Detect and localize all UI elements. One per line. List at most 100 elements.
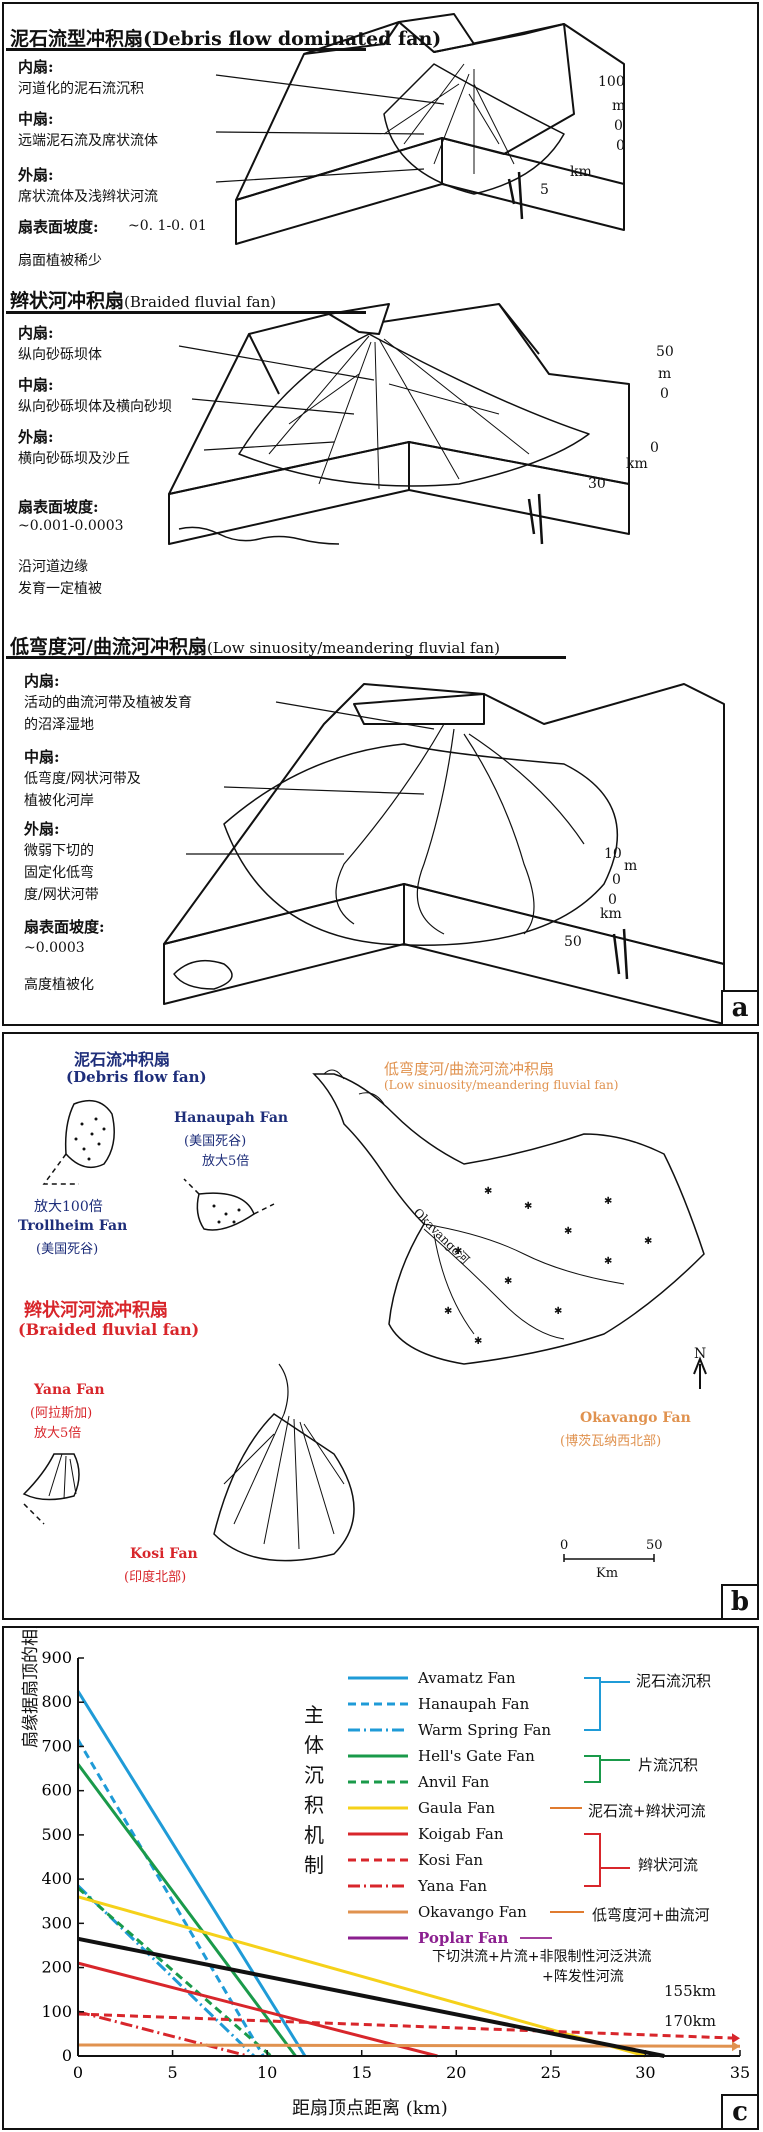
meander-outer-desc-2: 固定化低弯 — [24, 865, 94, 881]
svg-text:✱: ✱ — [474, 1336, 482, 1347]
series-line-okavango-fan — [77, 2043, 741, 2048]
svg-text:✱: ✱ — [604, 1256, 612, 1267]
scale-bar — [563, 1554, 655, 1562]
y-tick-label: 700 — [41, 1736, 72, 1755]
debris-scale-km: km — [570, 164, 592, 180]
okavango-arrowhead — [732, 2041, 740, 2052]
x-tick-label: 35 — [730, 2063, 750, 2082]
x-tick-label: 20 — [446, 2063, 466, 2082]
panel-b: ✱✱✱ ✱✱✱ ✱✱✱ ✱✱ 泥石流冲积扇 (Debris flow fan) … — [2, 1032, 759, 1620]
okavango-name: Okavango Fan — [580, 1410, 691, 1426]
hanaupah-zoom: 放大5倍 — [202, 1154, 250, 1169]
legend-label: Avamatz Fan — [417, 1669, 516, 1687]
legend-label: Anvil Fan — [417, 1773, 490, 1791]
braided-group-title-en: (Braided fluvial fan) — [18, 1320, 200, 1339]
bracket-debris — [584, 1677, 601, 1731]
svg-text:✱: ✱ — [444, 1306, 452, 1317]
debris-fan-group-title-en: (Debris flow fan) — [66, 1068, 207, 1086]
braided-fan-title: 辫状河冲积扇(Braided fluvial fan) — [10, 286, 276, 313]
braided-outer-label: 外扇: — [18, 428, 54, 446]
scale-fifty: 50 — [646, 1538, 663, 1553]
braided-group-title: 辫状河河流冲积扇 — [24, 1300, 168, 1321]
debris-inner-desc: 河道化的泥石流沉积 — [18, 81, 144, 97]
meander-title-rule — [6, 656, 566, 659]
braided-block-diagram — [168, 303, 630, 545]
y-tick-label: 900 — [41, 1648, 72, 1667]
braided-title-rule — [6, 311, 366, 314]
debris-middle-desc: 远端泥石流及席状流体 — [18, 133, 158, 149]
series-line-avamatz-fan — [76, 1690, 307, 2057]
braided-middle-label: 中扇: — [18, 376, 54, 394]
panel-a-drawings — [163, 13, 725, 1024]
series-line-warm-spring-fan — [76, 1884, 255, 2058]
yana-fan-sketch — [22, 1453, 80, 1525]
hanaupah-name: Hanaupah Fan — [174, 1110, 289, 1126]
debris-fan-title: 泥石流型冲积扇(Debris flow dominated fan) — [10, 28, 442, 50]
legend-label: Yana Fan — [417, 1877, 487, 1895]
yana-name: Yana Fan — [34, 1382, 105, 1398]
series-line-anvil-fan — [77, 1886, 272, 2058]
group-label-sheetflow: 片流沉积 — [638, 1756, 699, 1774]
braided-scale-h: 30 — [588, 476, 606, 492]
debris-scale-unit: m — [612, 98, 626, 114]
series-line-hanaupah-fan — [76, 1739, 265, 2057]
y-tick-label: 600 — [41, 1781, 72, 1800]
x-tick-label: 0 — [73, 2063, 83, 2082]
trollheim-name: Trollheim Fan — [18, 1218, 128, 1234]
x-tick-label: 15 — [352, 2063, 372, 2082]
meander-scale-h: 50 — [564, 934, 582, 950]
group-label-meander: 低弯度河+曲流河 — [592, 1906, 710, 1924]
braided-vegetation-1: 沿河道边缘 — [18, 559, 88, 575]
meander-outer-label: 外扇: — [24, 820, 60, 838]
meander-group-title: 低弯度河/曲流河流冲积扇 — [384, 1060, 555, 1078]
meander-fan-title-cn: 低弯度河/曲流河冲积扇 — [10, 636, 207, 658]
panel-c-tag: c — [721, 2094, 757, 2128]
meander-inner-desc-1: 活动的曲流河带及植被发育 — [24, 695, 192, 711]
trollheim-fan-sketch — [42, 1099, 115, 1185]
braided-fan-title-en: (Braided fluvial fan) — [124, 293, 277, 311]
y-tick-label: 400 — [41, 1869, 72, 1888]
meander-middle-desc-1: 低弯度/网状河带及 — [24, 771, 141, 787]
svg-text:✱: ✱ — [524, 1201, 532, 1212]
legend-label: Gaula Fan — [418, 1799, 495, 1817]
series-line-gaula-fan — [77, 1895, 646, 2058]
meander-scale-v: 10 — [604, 846, 622, 862]
x-tick-label: 25 — [541, 2063, 561, 2082]
meander-outer-desc-3: 度/网状河带 — [24, 887, 99, 903]
x-tick-label: 30 — [635, 2063, 655, 2082]
group-label-braided: 辫状河流 — [638, 1856, 699, 1874]
note-155km: 155km — [664, 1982, 716, 2000]
debris-slope-label: 扇表面坡度: — [18, 218, 99, 236]
svg-text:✱: ✱ — [604, 1196, 612, 1207]
kosi-fan-sketch — [213, 1363, 355, 1562]
panel-a: 泥石流型冲积扇(Debris flow dominated fan) 内扇: 河… — [2, 2, 759, 1026]
y-tick-label: 800 — [41, 1692, 72, 1711]
bracket-braided — [584, 1833, 601, 1887]
meander-slope-value: ~0.0003 — [24, 940, 85, 956]
debris-middle-label: 中扇: — [18, 110, 54, 128]
scale-zero: 0 — [560, 1538, 569, 1553]
okavango-location: (博茨瓦纳西北部) — [560, 1434, 662, 1449]
meander-slope-label: 扇表面坡度: — [24, 918, 105, 936]
meander-vegetation: 高度植被化 — [24, 977, 94, 993]
panel-a-tag: a — [721, 990, 757, 1024]
legend-label: Hanaupah Fan — [418, 1695, 530, 1713]
legend-label: Poplar Fan — [418, 1929, 508, 1947]
debris-vegetation: 扇面植被稀少 — [18, 253, 102, 269]
y-tick-label: 100 — [41, 2002, 72, 2021]
braided-middle-desc: 纵向砂砾坝体及横向砂坝 — [18, 399, 172, 415]
svg-text:✱: ✱ — [504, 1276, 512, 1287]
meander-fan-title: 低弯度河/曲流河冲积扇(Low sinuosity/meandering flu… — [10, 632, 500, 659]
svg-text:✱: ✱ — [554, 1306, 562, 1317]
braided-vegetation-2: 发育一定植被 — [18, 581, 102, 597]
trollheim-location: (美国死谷) — [36, 1242, 99, 1257]
svg-text:✱: ✱ — [454, 1246, 462, 1257]
debris-inner-label: 内扇: — [18, 58, 54, 76]
group-label-debris-braided: 泥石流+辫状河流 — [588, 1802, 706, 1820]
y-tick-label: 300 — [41, 1913, 72, 1932]
scale-unit: Km — [596, 1566, 619, 1581]
group-label-debris: 泥石流沉积 — [636, 1672, 712, 1690]
meander-scale-km: km — [600, 906, 622, 922]
note-170km: 170km — [664, 2012, 716, 2030]
